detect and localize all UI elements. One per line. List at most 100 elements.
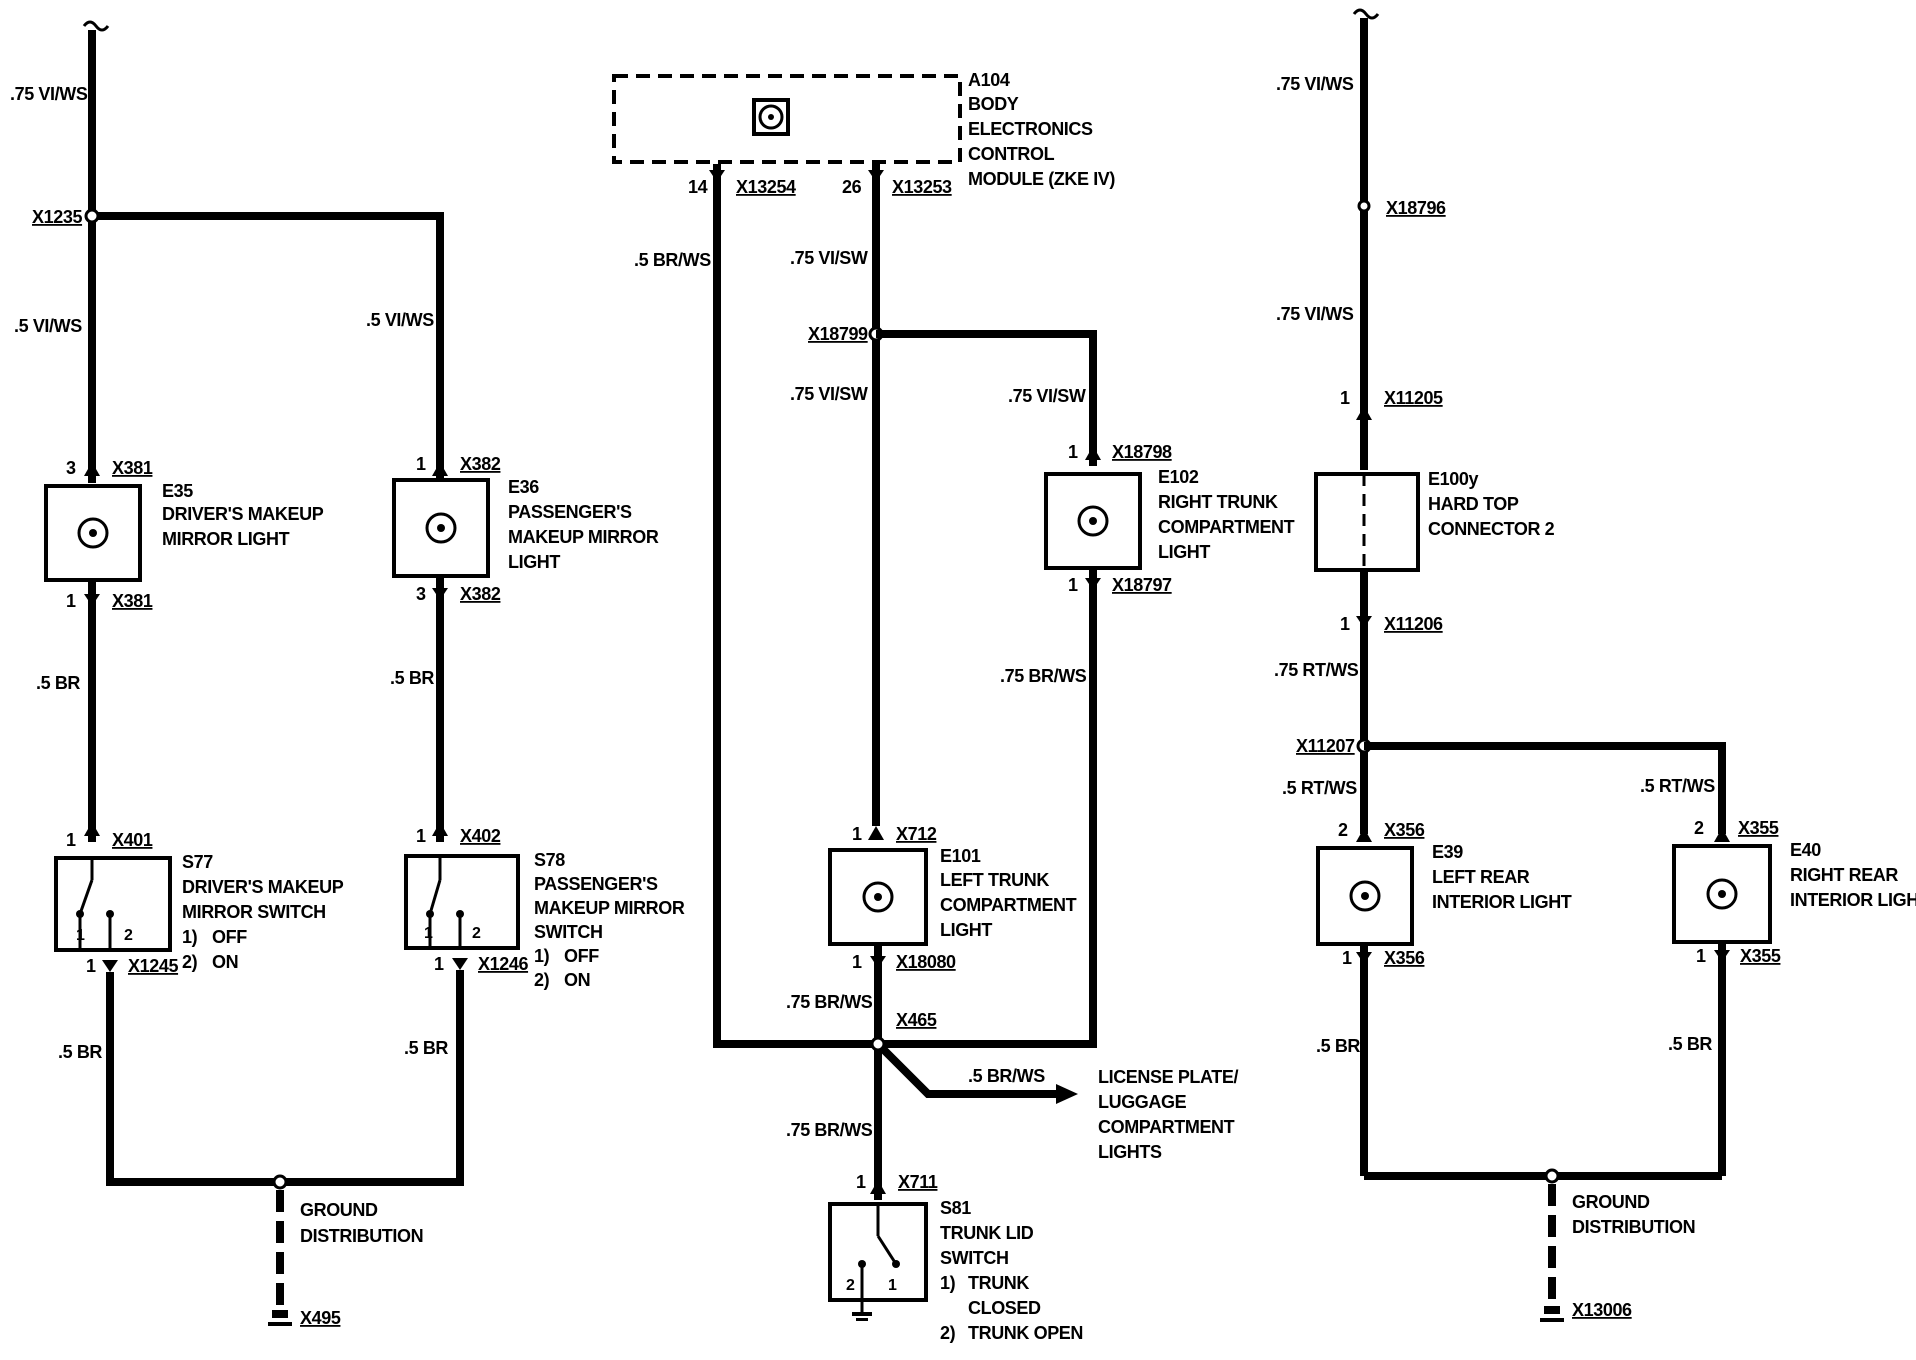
connector-x355-label: X355 [1738,818,1779,838]
connector-arrow-icon [1085,446,1101,460]
pin-label: 26 [842,177,862,197]
component-desc: MIRROR LIGHT [162,529,290,549]
connector-x18798-label: X18798 [1112,442,1172,462]
wire-label-e101-feed: .75 VI/SW [790,384,868,404]
switch-contact-icon [428,879,442,915]
pin-label: 1 [852,952,862,972]
wire-e40-feed [1364,742,1726,834]
pin-label: 1 [856,1172,866,1192]
wire-switch-ground [106,970,464,1186]
component-desc: PASSENGER'S [508,502,632,522]
pin-label: 1 [1340,614,1350,634]
connector-x13254-label: X13254 [736,177,796,197]
component-desc: LIGHT [940,920,992,940]
connector-x381-label: X381 [112,458,153,478]
component-s77-box [54,856,172,952]
pin-label: 14 [688,177,708,197]
connector-x1235-label: X1235 [32,207,82,227]
connector-x11207-label: X11207 [1296,736,1355,756]
right-circuit: .75 VI/WS X18796 .75 VI/WS 1 X11205 E100… [1274,8,1916,1322]
connector-x711-label: X711 [898,1172,938,1192]
connector-arrow-icon [84,594,100,606]
connector-x355-bottom-label: X355 [1740,946,1781,966]
contact-label: 2 [124,927,133,944]
component-id: E100y [1428,469,1478,489]
connector-arrow-icon [868,826,884,840]
splice-x18796 [1357,199,1371,213]
pin-label: 1 [852,824,862,844]
component-id: S77 [182,852,213,872]
wire-label-e39-feed: .5 RT/WS [1282,778,1357,798]
option-text: OFF [564,946,599,966]
connector-arrow-icon [870,956,886,968]
wire-break-icon [82,20,110,32]
component-desc: LIGHT [508,552,560,572]
wire-label-e102-ret: .75 BR/WS [1000,666,1087,686]
option-num: 2) [182,952,198,972]
splice-x1235 [84,208,100,224]
connector-arrow-icon [432,462,448,476]
component-desc: DRIVER'S MAKEUP [182,877,344,897]
component-s78-box [404,854,520,950]
license-label: LUGGAGE [1098,1092,1187,1112]
pin-label: 2 [1694,818,1704,838]
option-text: ON [212,952,238,972]
wire-label-e40-feed: .5 RT/WS [1640,776,1715,796]
wire-label-license: .5 BR/WS [968,1066,1045,1086]
connector-x382-label: X382 [460,454,501,474]
component-id: E101 [940,846,981,866]
lamp-icon [425,512,457,544]
option-text: ON [564,970,590,990]
connector-x13006-label: X13006 [1572,1300,1632,1320]
component-id: E39 [1432,842,1463,862]
ground-splice [272,1174,288,1190]
option-num: 1) [534,946,550,966]
contact-label: 1 [424,925,433,942]
component-desc: MIRROR SWITCH [182,902,326,922]
switch-contact-icon [78,879,94,915]
component-desc: LIGHT [1158,542,1210,562]
component-desc: CONNECTOR 2 [1428,519,1555,539]
connector-arrow-icon [1356,828,1372,842]
arrow-right-icon [1056,1084,1078,1104]
connector-x381-bottom-label: X381 [112,591,153,611]
pin-label: 1 [66,591,76,611]
lamp-icon [1349,880,1381,912]
wire-license-branch [879,1045,1062,1098]
wire-label-e40-ret: .5 BR [1668,1034,1712,1054]
contact-label: 2 [846,1277,855,1294]
connector-arrow-icon [84,462,100,476]
wire-label-mod-right: .75 VI/SW [790,248,868,268]
wire-label-e36-ret: .5 BR [390,668,434,688]
wire-label-top-left: .75 VI/WS [10,84,88,104]
connector-arrow-icon [432,588,448,600]
option-text: CLOSED [968,1298,1041,1318]
switch-contact-icon [876,1235,898,1265]
component-id: A104 [968,70,1010,90]
option-num: 1) [940,1273,956,1293]
connector-x18080-label: X18080 [896,952,956,972]
wire-e102-feed [876,330,1097,466]
ground-label: DISTRIBUTION [300,1226,423,1246]
option-text: TRUNK [968,1273,1029,1293]
component-desc: LEFT TRUNK [940,870,1049,890]
ground-splice [1544,1168,1560,1184]
pin-label: 1 [1696,946,1706,966]
middle-circuit: A104 BODY ELECTRONICS CONTROL MODULE (ZK… [612,70,1295,1343]
steering-wheel-icon [758,104,784,130]
pin-label: 1 [434,954,444,974]
connector-x401-label: X401 [112,830,153,850]
connector-arrow-icon [84,822,100,836]
pin-label: 3 [416,584,426,604]
option-text: TRUNK OPEN [968,1323,1083,1343]
pin-label: 3 [66,458,76,478]
component-id: S81 [940,1198,971,1218]
contact-label: 1 [888,1277,897,1294]
lamp-icon [1077,505,1109,537]
connector-x1245-label: X1245 [128,956,178,976]
component-desc: MAKEUP MIRROR [508,527,659,547]
component-desc: COMPARTMENT [940,895,1077,915]
component-desc: CONTROL [968,144,1055,164]
pin-label: 1 [1340,388,1350,408]
